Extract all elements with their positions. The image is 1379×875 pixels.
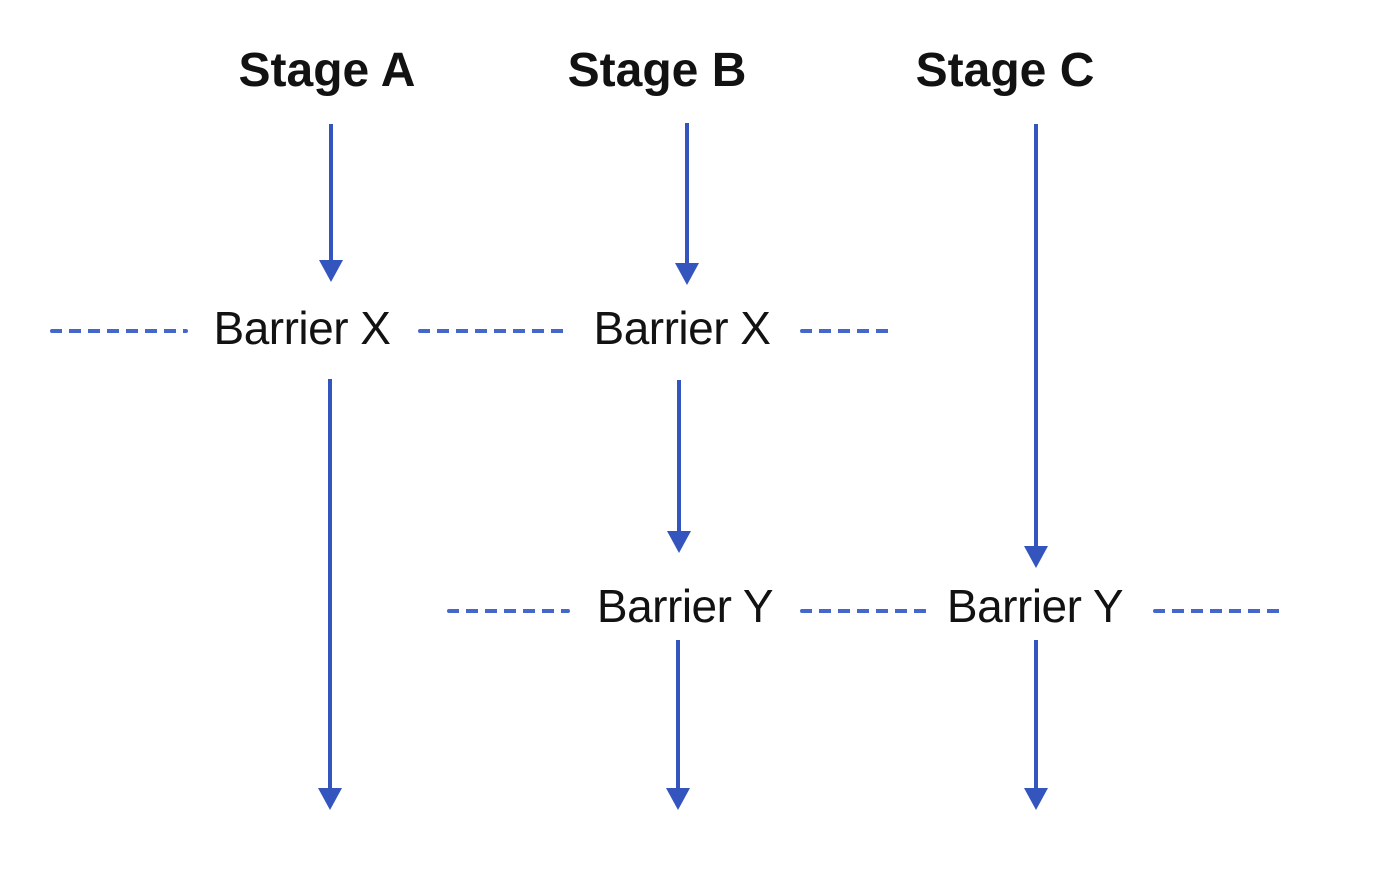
arrow-shaft [676, 640, 680, 788]
arrow-shaft [1034, 640, 1038, 788]
arrow-down-icon [1024, 546, 1048, 568]
arrow-shaft [329, 124, 333, 260]
stage-a-arrow-to-barrier-x [319, 124, 343, 282]
barrier-x-label-stage-a: Barrier X [213, 302, 391, 354]
stage-c-arrow-to-bottom [1024, 640, 1048, 810]
arrow-down-icon [666, 788, 690, 810]
arrow-shaft [1034, 124, 1038, 546]
arrow-down-icon [1024, 788, 1048, 810]
arrow-shaft [685, 123, 689, 263]
arrow-shaft [328, 379, 332, 788]
barrier-x-label-stage-b: Barrier X [593, 302, 771, 354]
stage-c-label: Stage C [915, 44, 1095, 97]
arrow-down-icon [667, 531, 691, 553]
barrier-x-dash-left [50, 329, 188, 333]
stage-a-arrow-to-bottom [318, 379, 342, 810]
barrier-x-dash-right [800, 329, 890, 333]
stage-b-arrow-to-bottom [666, 640, 690, 810]
stage-b-arrow-to-barrier-x [675, 123, 699, 285]
arrow-shaft [677, 380, 681, 531]
stage-b-label: Stage B [567, 44, 747, 97]
stage-c-arrow-to-barrier-y [1024, 124, 1048, 568]
stage-b-arrow-to-barrier-y [667, 380, 691, 553]
barrier-y-dash-right [1153, 609, 1282, 613]
arrow-down-icon [675, 263, 699, 285]
barrier-y-label-stage-b: Barrier Y [596, 580, 774, 632]
barrier-y-dash-left [447, 609, 570, 613]
arrow-down-icon [318, 788, 342, 810]
barrier-y-dash-middle [800, 609, 927, 613]
barrier-x-dash-middle [418, 329, 570, 333]
arrow-down-icon [319, 260, 343, 282]
barrier-y-label-stage-c: Barrier Y [946, 580, 1124, 632]
stage-a-label: Stage A [238, 44, 416, 97]
